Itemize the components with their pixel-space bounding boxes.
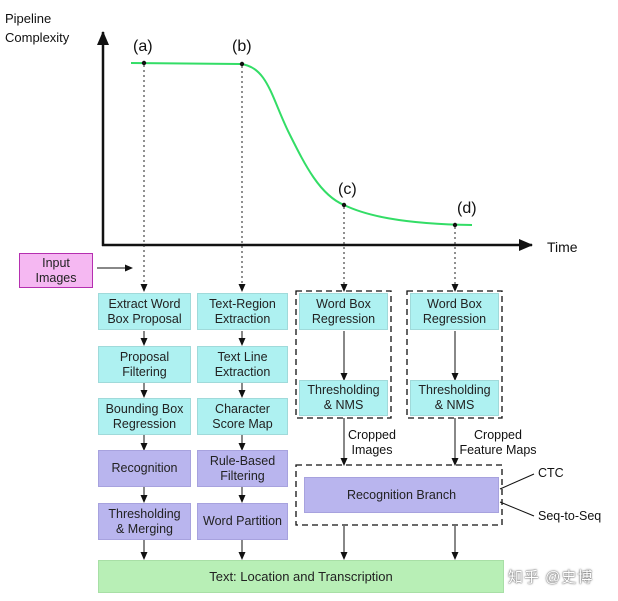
point-label-b: (b) [232,38,252,55]
output-text-location-transcription: Text: Location and Transcription [98,560,504,593]
thresholding-merging: Thresholding& Merging [98,503,191,540]
seq-connector [499,501,535,517]
group-d-dashed [406,290,503,419]
point-label-a: (a) [133,38,153,55]
complexity-curve [130,62,473,226]
point-b-dot [239,61,245,67]
recognition-branch: Recognition Branch [304,477,499,513]
point-label-d: (d) [457,200,477,217]
point-c-dot [341,202,347,208]
point-d-dot [452,222,458,228]
thresholding-nms-c: Thresholding& NMS [299,380,388,416]
ctc-connector [499,473,535,490]
thresholding-nms-d: Thresholding& NMS [410,380,499,416]
watermark: 知乎 @史博 [508,569,594,586]
word-partition: Word Partition [197,503,288,540]
ctc-label: CTC [538,466,564,480]
group-c-dashed [295,290,392,419]
point-label-c: (c) [338,181,357,198]
recognition-a: Recognition [98,450,191,487]
recognition-group-dashed [295,464,503,526]
point-a-dot [141,60,147,66]
x-axis-title: Time [547,239,578,255]
seq-to-seq-label: Seq-to-Seq [538,509,602,523]
